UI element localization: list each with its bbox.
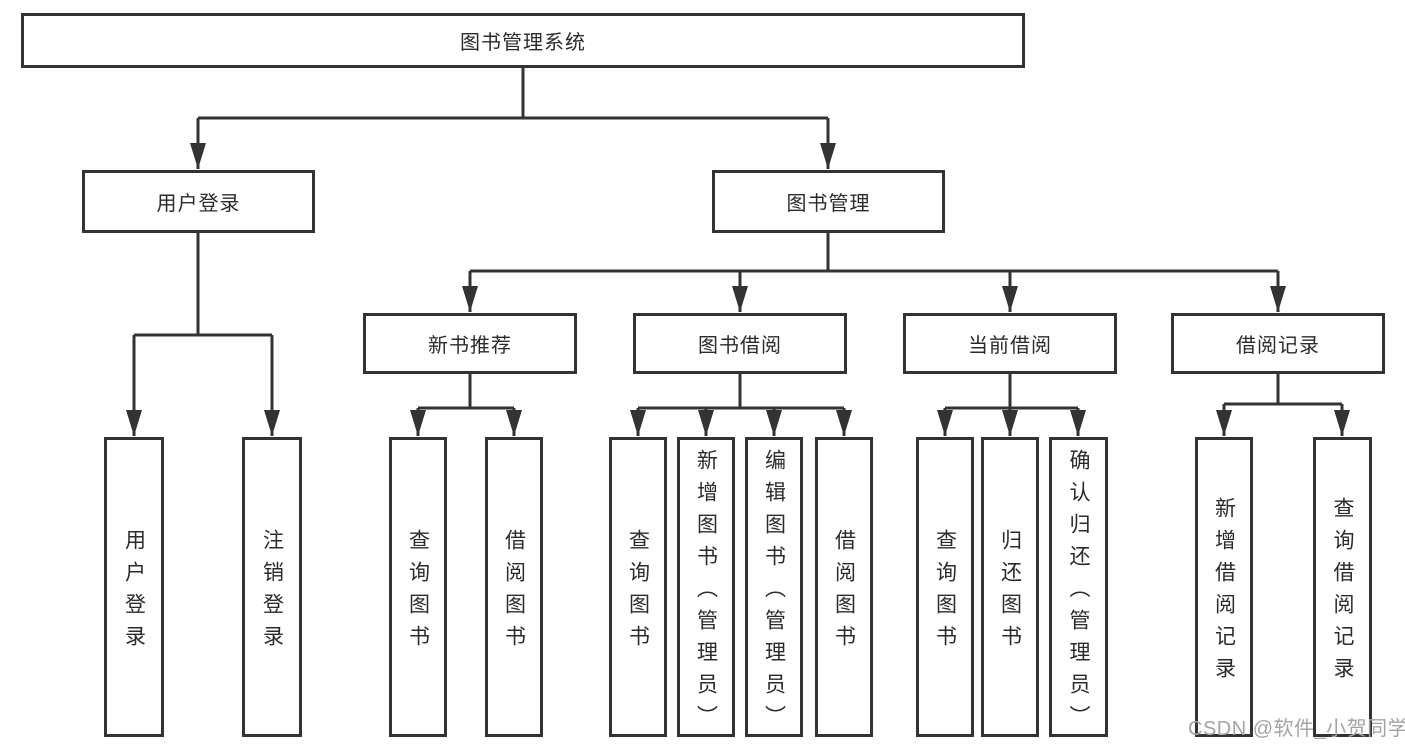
leaf-add-book-admin-label: 新增图书（管理员） xyxy=(694,448,718,737)
leaf-query-books-current: 查询图书 xyxy=(916,437,974,737)
branch-user-login-label: 用户登录 xyxy=(156,193,241,215)
leaf-query-borrow-record-label: 查询借阅记录 xyxy=(1331,496,1355,689)
leaf-query-books-borrow-label: 查询图书 xyxy=(626,528,650,657)
leaf-query-borrow-record: 查询借阅记录 xyxy=(1313,437,1372,737)
leaf-add-book-admin: 新增图书（管理员） xyxy=(677,437,735,737)
leaf-return-book-label: 归还图书 xyxy=(998,528,1022,657)
leaf-borrow-books-recommend-label: 借阅图书 xyxy=(502,528,526,657)
node-current-borrow: 当前借阅 xyxy=(903,313,1117,374)
node-borrow-records: 借阅记录 xyxy=(1171,313,1385,374)
leaf-confirm-return-admin-label: 确认归还（管理员） xyxy=(1067,448,1091,737)
leaf-user-login-label: 用户登录 xyxy=(122,528,146,657)
leaf-add-borrow-record: 新增借阅记录 xyxy=(1195,437,1253,737)
node-borrow-records-label: 借阅记录 xyxy=(1236,335,1320,357)
leaf-borrow-books-recommend: 借阅图书 xyxy=(485,437,543,737)
root-node-label: 图书管理系统 xyxy=(460,32,586,54)
node-current-borrow-label: 当前借阅 xyxy=(968,335,1052,357)
leaf-query-books-current-label: 查询图书 xyxy=(933,528,957,657)
leaf-logout: 注销登录 xyxy=(242,437,302,737)
leaf-confirm-return-admin: 确认归还（管理员） xyxy=(1049,437,1108,737)
leaf-borrow-books: 借阅图书 xyxy=(815,437,873,737)
node-book-borrow-label: 图书借阅 xyxy=(698,335,782,357)
leaf-add-borrow-record-label: 新增借阅记录 xyxy=(1212,496,1236,689)
root-node-library-management-system: 图书管理系统 xyxy=(21,13,1025,68)
csdn-watermark: CSDN @软件_小贺同学 xyxy=(1188,718,1405,740)
leaf-query-books-borrow: 查询图书 xyxy=(609,437,667,737)
branch-book-management-label: 图书管理 xyxy=(786,193,871,215)
leaf-query-books-recommend: 查询图书 xyxy=(389,437,447,737)
leaf-logout-label: 注销登录 xyxy=(260,528,284,657)
branch-user-login: 用户登录 xyxy=(82,170,315,233)
leaf-borrow-books-label: 借阅图书 xyxy=(832,528,856,657)
leaf-query-books-recommend-label: 查询图书 xyxy=(406,528,430,657)
node-new-book-recommend: 新书推荐 xyxy=(363,313,577,374)
leaf-user-login: 用户登录 xyxy=(104,437,164,737)
node-new-book-recommend-label: 新书推荐 xyxy=(428,335,512,357)
leaf-return-book: 归还图书 xyxy=(981,437,1039,737)
node-book-borrow: 图书借阅 xyxy=(633,313,847,374)
leaf-edit-book-admin-label: 编辑图书（管理员） xyxy=(762,448,786,737)
leaf-edit-book-admin: 编辑图书（管理员） xyxy=(745,437,803,737)
branch-book-management: 图书管理 xyxy=(712,170,945,233)
